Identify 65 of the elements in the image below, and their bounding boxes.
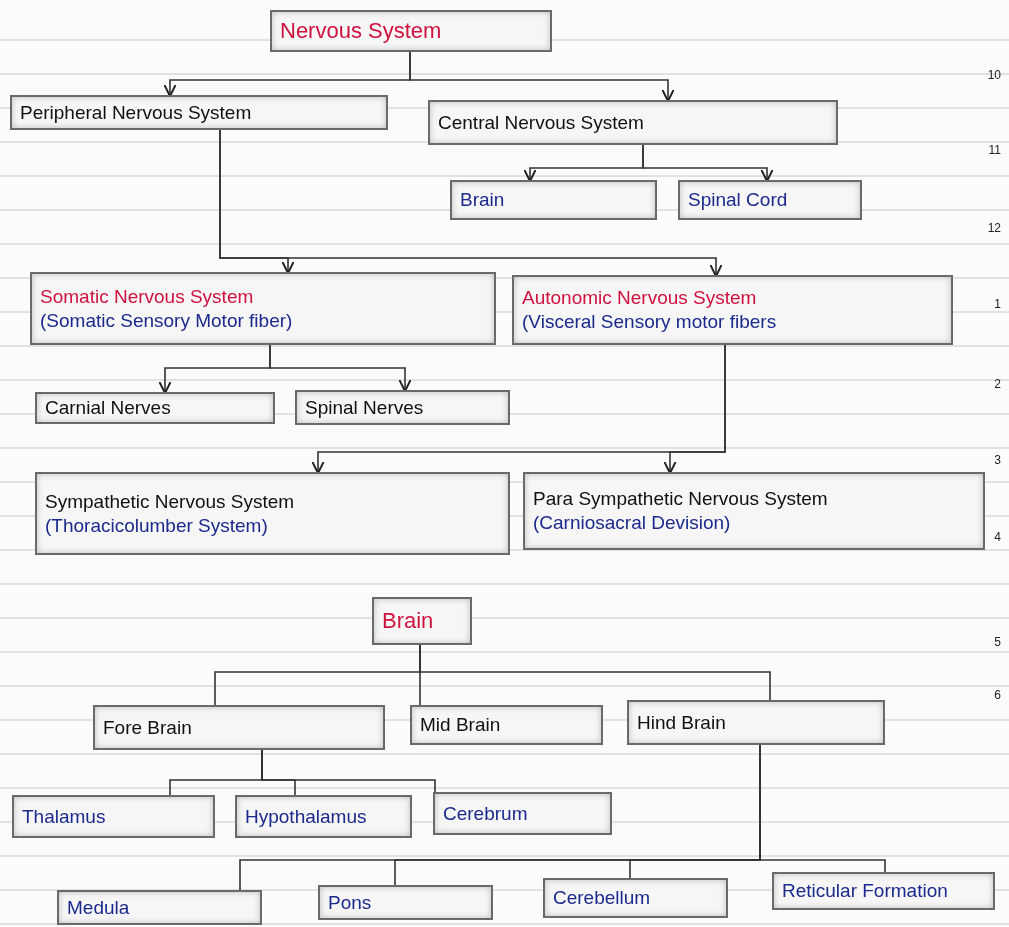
node-label: Central Nervous System (438, 110, 645, 135)
node-label: Hypothalamus (245, 804, 368, 829)
concept-box (318, 885, 493, 920)
page-line-number: 4 (994, 530, 1001, 544)
concept-box (523, 472, 985, 550)
concept-box (433, 792, 612, 835)
node-label: Thalamus (22, 804, 107, 829)
concept-box (410, 705, 603, 745)
subtitle-text: (Thoracicolumber System) (45, 513, 269, 538)
concept-box (772, 872, 995, 910)
node-label: Brain (460, 188, 506, 212)
arrow (663, 344, 726, 475)
concept-box (372, 597, 472, 645)
page-line-number: 2 (994, 377, 1001, 391)
arrow (409, 51, 675, 103)
node-label: Fore Brain (103, 715, 193, 740)
page-line-number: 1 (994, 297, 1001, 311)
arrow (219, 129, 723, 278)
subtitle-text: (Somatic Sensory Motor fiber) (40, 308, 294, 333)
connector-line (759, 744, 886, 873)
node-label: Sympathetic Nervous System (45, 489, 296, 514)
node-label: Spinal Cord (688, 188, 789, 212)
node-label: Medula (67, 895, 131, 920)
concept-box (93, 705, 385, 750)
arrow (269, 344, 412, 393)
node-label: Reticular Formation (782, 879, 949, 903)
concept-box (30, 272, 496, 345)
concept-box (35, 392, 275, 424)
concept-box (678, 180, 862, 220)
concept-box (627, 700, 885, 745)
node-label: Mid Brain (420, 713, 502, 737)
node-label: Peripheral Nervous System (20, 100, 253, 125)
concept-box (12, 795, 215, 838)
node-label: Carnial Nerves (45, 396, 172, 420)
concept-box (295, 390, 510, 425)
node-label: Brain (382, 607, 435, 635)
node-label: Nervous System (280, 17, 443, 45)
concept-box (270, 10, 552, 52)
page-line-number: 10 (987, 68, 1001, 82)
subtitle-text: (Carniosacral Devision) (533, 511, 732, 535)
page-line-number: 5 (994, 635, 1001, 649)
connector-line (419, 644, 771, 701)
concept-box (543, 878, 728, 918)
concept-box (512, 275, 953, 345)
node-label: Hind Brain (637, 710, 727, 735)
concept-box (450, 180, 657, 220)
connector-line (261, 749, 436, 793)
page-line-number: 11 (988, 143, 1001, 157)
concept-box (35, 472, 510, 555)
node-label: Autonomic Nervous System (522, 286, 758, 310)
subtitle-text: (Visceral Sensory motor fibers (522, 310, 778, 334)
node-label: Cerebellum (553, 886, 652, 910)
node-label: Somatic Nervous System (40, 284, 255, 309)
concept-box (428, 100, 838, 145)
node-label: Cerebrum (443, 801, 529, 826)
node-label: Spinal Nerves (305, 395, 425, 420)
page-line-number: 3 (994, 453, 1001, 467)
arrow (642, 144, 774, 183)
concept-box (57, 890, 262, 925)
concept-box (10, 95, 388, 130)
node-label: Pons (328, 890, 373, 915)
page-line-number: 12 (987, 221, 1001, 235)
concept-box (235, 795, 412, 838)
page-line-number: 6 (994, 688, 1001, 702)
node-label: Para Sympathetic Nervous System (533, 487, 829, 511)
